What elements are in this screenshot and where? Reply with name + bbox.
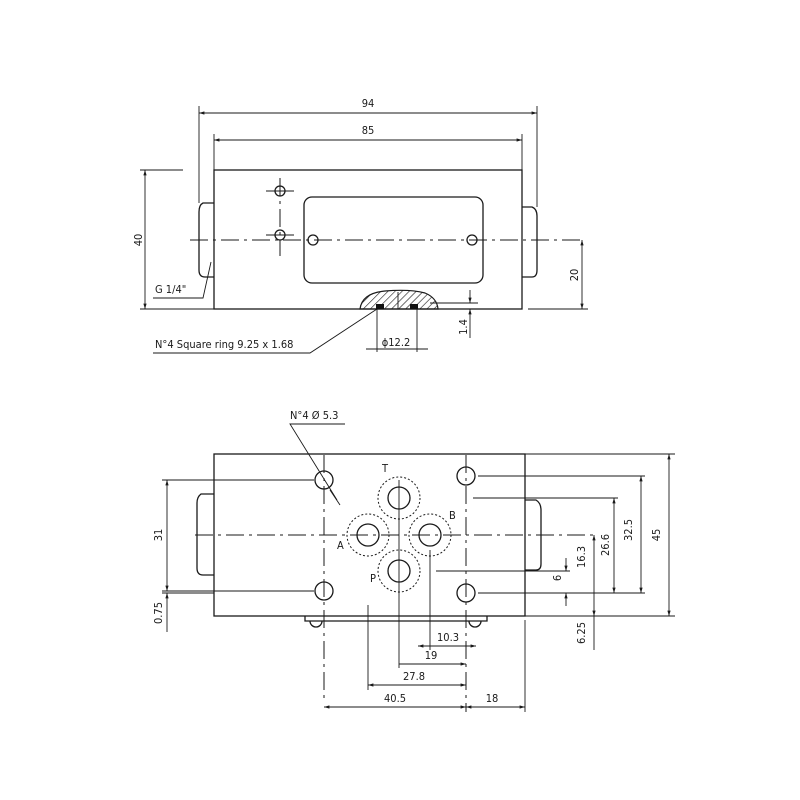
mounting-holes [314, 466, 476, 603]
dim-a: 27.8 [403, 670, 425, 683]
port-a: A [337, 513, 390, 557]
top-view: 94 85 40 20 1.4 ϕ12.2 G 1/4" N°4 Square … [132, 97, 588, 354]
dim-height: 40 [132, 234, 145, 247]
dim-center: 16.3 [575, 546, 588, 568]
dim-left-holes: 31 [152, 529, 165, 542]
dim-overall-length: 94 [362, 97, 375, 110]
dim-p: 6 [551, 575, 564, 581]
port-label-b: B [449, 509, 456, 522]
screw-holes [266, 178, 478, 256]
dim-b: 10.3 [437, 631, 459, 644]
port-b: B [408, 509, 456, 557]
dim-t: 26.6 [599, 534, 612, 556]
base-strip [304, 616, 488, 622]
port-label-a: A [337, 539, 344, 552]
dim-hole-spacing: 40.5 [384, 692, 406, 705]
dim-seal-depth: 1.4 [457, 319, 470, 335]
bottom-view: T A B P N°4 Ø 5.3 45 32.5 26. [152, 409, 675, 712]
port-p: P [370, 549, 421, 593]
bottom-body [213, 453, 526, 617]
dim-center-height: 20 [568, 269, 581, 282]
port-label-p: P [370, 572, 376, 585]
dim-right: 18 [486, 692, 499, 705]
dim-bottom-offset: 6.25 [575, 622, 588, 644]
dim-body-length: 85 [362, 124, 375, 137]
hole-note: N°4 Ø 5.3 [290, 409, 338, 422]
dim-left-offset: 0.75 [152, 602, 165, 624]
dim-width: 45 [650, 529, 663, 542]
dim-seal-diameter: ϕ12.2 [382, 336, 411, 349]
right-port-boss [522, 206, 538, 278]
port-thread-label: G 1/4" [155, 283, 186, 296]
left-port-boss [198, 202, 214, 278]
seal-note: N°4 Square ring 9.25 x 1.68 [155, 338, 293, 351]
right-port-boss [525, 499, 542, 571]
dim-tp: 19 [425, 649, 438, 662]
seal-section [359, 289, 439, 310]
dim-holes-y: 32.5 [622, 519, 635, 541]
port-label-t: T [381, 462, 389, 475]
